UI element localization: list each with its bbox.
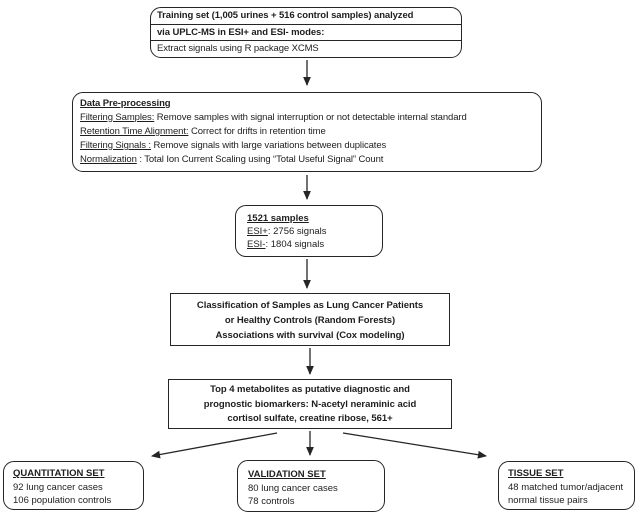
samples-item: ESI-: 1804 signals	[247, 238, 371, 251]
samples-item: ESI+: 2756 signals	[247, 225, 371, 238]
preprocessing-title: Data Pre-processing	[80, 98, 171, 109]
metabolites-box: Top 4 metabolites as putative diagnostic…	[168, 379, 452, 429]
quantitation-set-box: QUANTITATION SET 92 lung cancer cases 10…	[3, 461, 144, 510]
validation-line: 78 controls	[248, 496, 295, 507]
arrow-metabolites-to-quantitation	[150, 432, 278, 459]
classification-line: or Healthy Controls (Random Forests)	[224, 315, 396, 326]
preprocessing-item: Filtering Signals : Remove signals with …	[80, 139, 534, 153]
item-text: Remove samples with signal interruption …	[154, 112, 467, 123]
item-label: Filtering Signals :	[80, 140, 151, 151]
metabolites-line: prognostic biomarkers: N-acetyl neramini…	[203, 398, 417, 410]
quantitation-title: QUANTITATION SET	[13, 468, 105, 479]
item-text: : Total Ion Current Scaling using “Total…	[136, 154, 384, 165]
training-set-box: Training set (1,005 urines + 516 control…	[150, 7, 462, 58]
training-line-2: via UPLC-MS in ESI+ and ESI- modes:	[151, 25, 461, 41]
samples-box: 1521 samples ESI+: 2756 signals ESI-: 18…	[235, 205, 383, 257]
tissue-set-box: TISSUE SET 48 matched tumor/adjacent nor…	[498, 461, 635, 510]
tissue-line: 48 matched tumor/adjacent	[508, 481, 624, 493]
validation-set-box: VALIDATION SET 80 lung cancer cases 78 c…	[237, 460, 385, 512]
item-text: Remove signals with large variations bet…	[150, 140, 387, 151]
quantitation-line: 106 population controls	[13, 495, 112, 506]
preprocessing-item: Normalization : Total Ion Current Scalin…	[80, 153, 534, 167]
preprocessing-item: Retention Time Alignment: Correct for dr…	[80, 125, 534, 139]
preprocessing-box: Data Pre-processing Filtering Samples: R…	[72, 92, 542, 172]
validation-line: 80 lung cancer cases	[248, 482, 338, 494]
classification-line: Associations with survival (Cox modeling…	[215, 330, 405, 341]
metabolites-line: Top 4 metabolites as putative diagnostic…	[210, 384, 410, 395]
item-label: Normalization	[80, 154, 137, 165]
arrow-metabolites-to-tissue	[342, 432, 488, 459]
item-label: ESI+	[247, 226, 268, 237]
validation-title: VALIDATION SET	[248, 469, 326, 480]
metabolites-line: cortisol sulfate, creatine ribose, 561+	[227, 413, 393, 424]
item-label: ESI-	[247, 239, 266, 250]
item-label: Retention Time Alignment:	[80, 126, 189, 137]
samples-title: 1521 samples	[247, 213, 309, 224]
item-text: : 2756 signals	[267, 226, 327, 237]
item-text: : 1804 signals	[265, 239, 325, 250]
training-line-1: Training set (1,005 urines + 516 control…	[151, 8, 461, 25]
item-label: Filtering Samples:	[80, 112, 155, 123]
item-text: Correct for drifts in retention time	[188, 126, 326, 137]
tissue-title: TISSUE SET	[508, 468, 564, 479]
training-line-3: Extract signals using R package XCMS	[157, 43, 319, 54]
classification-box: Classification of Samples as Lung Cancer…	[170, 293, 450, 346]
classification-line: Classification of Samples as Lung Cancer…	[196, 300, 424, 311]
quantitation-line: 92 lung cancer cases	[13, 481, 103, 493]
tissue-line: normal tissue pairs	[508, 495, 588, 506]
preprocessing-item: Filtering Samples: Remove samples with s…	[80, 111, 534, 125]
